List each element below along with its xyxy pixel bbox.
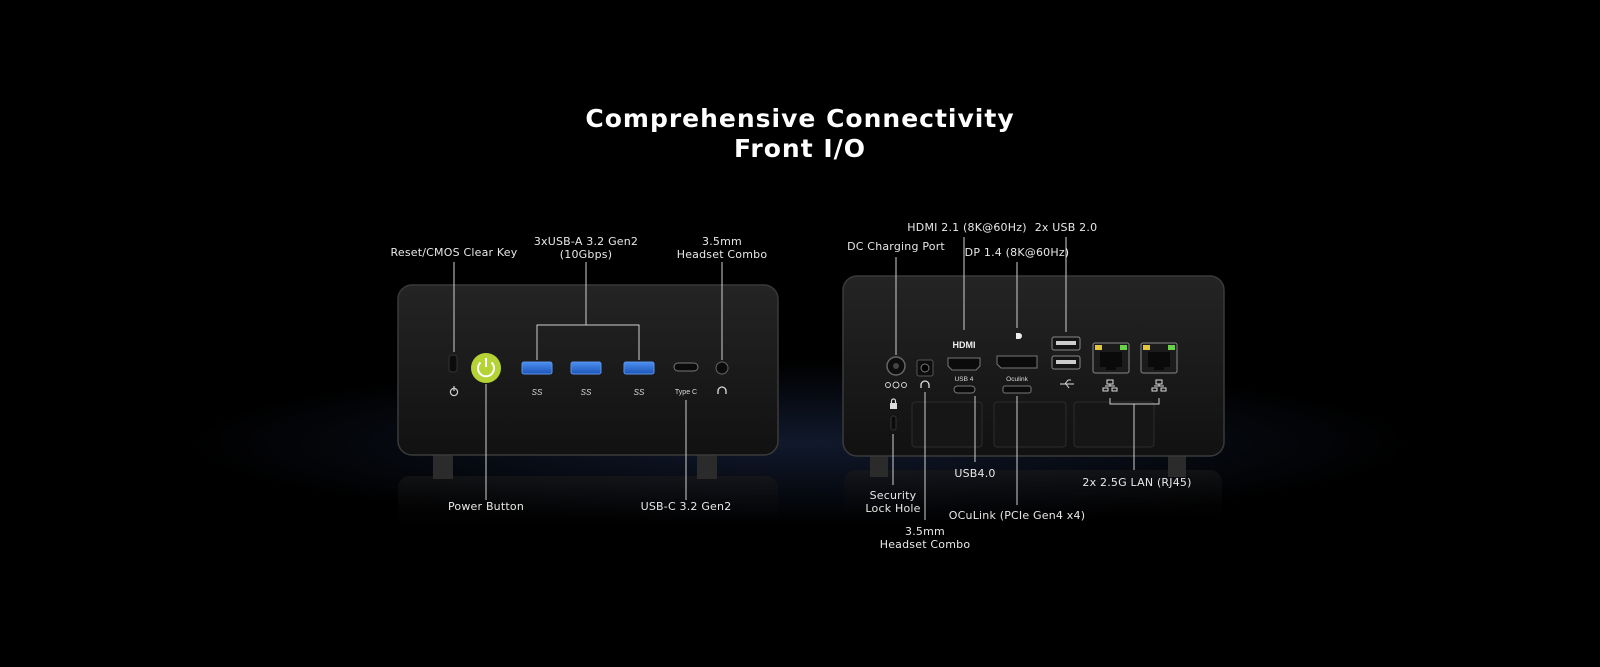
- page-title: Comprehensive Connectivity: [585, 104, 1015, 133]
- front-foot-left: [433, 455, 453, 479]
- dc-polarity-icon: [885, 381, 907, 389]
- rear-foot-right: [1168, 455, 1186, 477]
- usb20-port-1-tongue: [1056, 341, 1076, 345]
- label-hdmi: HDMI 2.1 (8K@60Hz): [897, 221, 1037, 234]
- security-lock-hole: [890, 415, 897, 431]
- lan-port-2-led-yellow: [1143, 345, 1150, 350]
- usb4-mark: USB 4: [955, 376, 974, 383]
- hdmi-logo: HDMI: [953, 340, 976, 350]
- headset-jack-rear-hole: [920, 363, 930, 373]
- lan-port-2-led-green: [1168, 345, 1175, 350]
- rear-callout-lines: [892, 237, 1160, 520]
- label-headset-rear-line2: Headset Combo: [879, 538, 971, 551]
- lan-port-1-led-yellow: [1095, 345, 1102, 350]
- dc-port-pin: [893, 363, 899, 369]
- label-displayport-text: DP 1.4 (8K@60Hz): [964, 246, 1070, 259]
- hdmi-port: [947, 357, 981, 371]
- oculink-mark: Oculink: [1006, 376, 1028, 383]
- power-button: [471, 353, 501, 383]
- label-dc-port-text: DC Charging Port: [847, 240, 945, 253]
- label-security-lock: Security Lock Hole: [853, 489, 933, 515]
- label-usb20: 2x USB 2.0: [1016, 221, 1116, 234]
- label-dc-port: DC Charging Port: [836, 240, 956, 253]
- displayport-icon: [1016, 333, 1022, 339]
- front-callout-lines: [453, 262, 723, 500]
- usb4-port: [953, 385, 976, 394]
- label-usb4: USB4.0: [935, 467, 1015, 480]
- front-device: SS SS SS Type C: [397, 262, 779, 536]
- usb-a-port-3: [623, 361, 655, 375]
- lan-port-1-socket: [1100, 352, 1122, 370]
- page-subtitle: Front I/O: [733, 134, 867, 163]
- reset-key-hole: [448, 354, 458, 373]
- lan-port-1-led-green: [1120, 345, 1127, 350]
- usb-ss-mark-3: SS: [634, 388, 645, 397]
- label-usb-c: USB-C 3.2 Gen2: [616, 500, 756, 513]
- label-power-button: Power Button: [421, 500, 551, 513]
- label-power-button-text: Power Button: [447, 500, 524, 513]
- usb-ss-mark-1: SS: [532, 388, 543, 397]
- label-usb4-text: USB4.0: [954, 467, 996, 480]
- rear-vents: [911, 401, 1155, 448]
- label-oculink: OCuLink (PCIe Gen4 x4): [942, 509, 1092, 522]
- type-c-mark: Type C: [675, 389, 697, 396]
- lan-icon-2: [1151, 379, 1167, 392]
- label-usb-a-line2: (10Gbps): [559, 248, 613, 261]
- displayport-port: [996, 355, 1038, 369]
- label-oculink-text: OCuLink (PCIe Gen4 x4): [948, 509, 1086, 522]
- label-hdmi-text: HDMI 2.1 (8K@60Hz): [907, 221, 1027, 234]
- usb20-port-2-tongue: [1056, 360, 1076, 364]
- label-usb-a-line1: 3xUSB-A 3.2 Gen2: [533, 235, 639, 248]
- label-security-line1: Security: [869, 489, 917, 502]
- label-headset-front: 3.5mm Headset Combo: [657, 235, 787, 261]
- reset-icon: [449, 386, 459, 397]
- label-lan: 2x 2.5G LAN (RJ45): [1067, 476, 1207, 489]
- usb-icon: [1060, 379, 1074, 389]
- usb-ss-mark-2: SS: [581, 388, 592, 397]
- front-foot-right: [697, 455, 717, 479]
- rear-device: HDMI USB 4 Oculink: [842, 237, 1225, 530]
- background-glow: [0, 300, 1600, 560]
- lan-icon-1: [1102, 379, 1118, 392]
- label-headset-front-line2: Headset Combo: [676, 248, 768, 261]
- label-displayport: DP 1.4 (8K@60Hz): [957, 246, 1077, 259]
- label-headset-rear-line1: 3.5mm: [905, 525, 945, 538]
- usb-a-port-1: [521, 361, 553, 375]
- rear-device-reflection: [844, 470, 1222, 530]
- label-usb-a: 3xUSB-A 3.2 Gen2 (10Gbps): [506, 235, 666, 261]
- label-lan-text: 2x 2.5G LAN (RJ45): [1082, 476, 1192, 489]
- rear-foot-left: [870, 455, 888, 477]
- label-security-line2: Lock Hole: [865, 502, 921, 515]
- label-headset-rear: 3.5mm Headset Combo: [870, 525, 980, 551]
- front-device-reflection: [398, 476, 778, 536]
- label-usb20-text: 2x USB 2.0: [1034, 221, 1098, 234]
- lock-icon: [890, 398, 897, 409]
- headset-jack-front: [715, 361, 729, 375]
- label-reset-key-text: Reset/CMOS Clear Key: [390, 246, 518, 259]
- label-headset-front-line1: 3.5mm: [702, 235, 742, 248]
- lan-port-2-socket: [1148, 352, 1170, 370]
- headset-icon-rear: [920, 380, 930, 388]
- power-icon: [477, 358, 495, 378]
- label-reset-key: Reset/CMOS Clear Key: [379, 246, 529, 259]
- oculink-port: [1002, 385, 1032, 394]
- usb-c-port: [673, 362, 699, 372]
- usb-a-port-2: [570, 361, 602, 375]
- label-usb-c-text: USB-C 3.2 Gen2: [640, 500, 732, 513]
- headset-icon-front: [717, 386, 727, 394]
